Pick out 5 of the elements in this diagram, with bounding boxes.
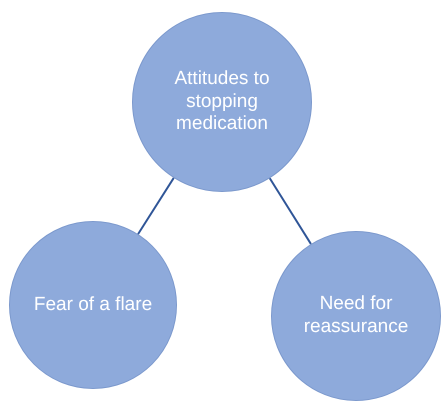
circle-label: Fear of a flare <box>32 294 154 316</box>
circle-label: Attitudes to stopping medication <box>173 68 271 136</box>
circle-label: Need for reassurance <box>302 293 410 339</box>
connector-line <box>268 178 312 244</box>
connector-line <box>137 177 175 235</box>
